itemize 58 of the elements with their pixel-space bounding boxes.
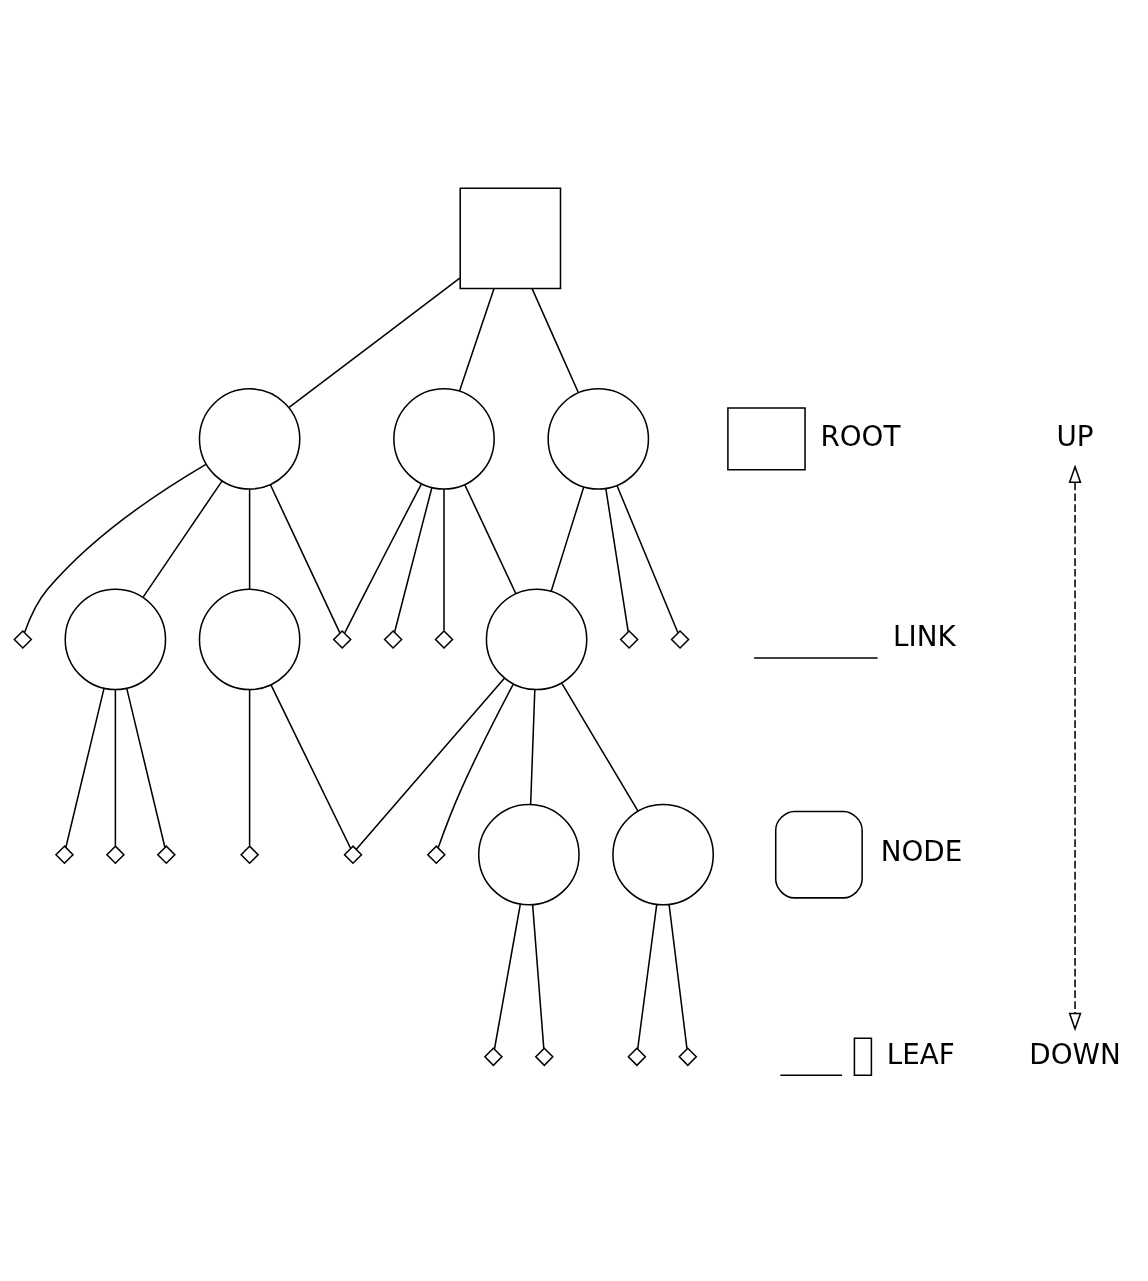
connector [636, 903, 658, 1050]
node-circle [485, 588, 588, 690]
node-diamond [619, 629, 639, 649]
node-diamond [678, 1046, 698, 1066]
connector [288, 276, 461, 408]
connector [443, 487, 445, 631]
node-circle [64, 588, 167, 690]
connector [355, 677, 505, 850]
legend-label: LEAF [886, 1037, 955, 1071]
connector [344, 482, 423, 634]
connector [269, 483, 341, 633]
connector [550, 485, 585, 592]
node-circle [477, 803, 580, 906]
connector [393, 486, 433, 633]
node-diamond [483, 1046, 503, 1066]
label: DOWN [1029, 1037, 1121, 1071]
legend-label: NODE [880, 834, 963, 868]
connector [605, 487, 629, 632]
node-diamond [156, 844, 176, 864]
connector [270, 683, 352, 849]
node-diamond [240, 844, 260, 864]
node-diamond [627, 1046, 647, 1066]
node-box [459, 186, 562, 289]
legend-label: LINK [892, 619, 956, 653]
connector [248, 487, 251, 590]
connector [493, 903, 522, 1050]
node-circle [393, 387, 495, 490]
connector [142, 479, 223, 598]
connector [114, 688, 117, 846]
connector [531, 903, 545, 1049]
node-diamond [105, 844, 125, 864]
node-diamond [426, 844, 446, 864]
connector [668, 903, 688, 1050]
node-diamond [534, 1046, 554, 1066]
connector [126, 687, 166, 848]
connector [464, 483, 517, 594]
legend-label: ROOT [820, 419, 901, 453]
connector [529, 688, 536, 805]
node-circle [612, 803, 714, 906]
connector [248, 688, 251, 846]
connector [616, 484, 679, 633]
node-circle [198, 387, 301, 490]
connector [531, 287, 580, 393]
connector [561, 682, 639, 812]
node-diamond [434, 629, 454, 649]
node-diamond [670, 629, 690, 649]
node-diamond [383, 629, 403, 649]
label: UP [1056, 419, 1094, 453]
node-diamond [54, 844, 75, 864]
node-diamond [332, 629, 352, 649]
connector [458, 287, 495, 392]
connector [23, 463, 207, 633]
node-diamond [13, 629, 33, 649]
connector [65, 687, 105, 848]
node-circle [198, 588, 301, 690]
node-circle [547, 387, 650, 490]
connector [437, 682, 515, 849]
node-diamond [343, 844, 363, 864]
